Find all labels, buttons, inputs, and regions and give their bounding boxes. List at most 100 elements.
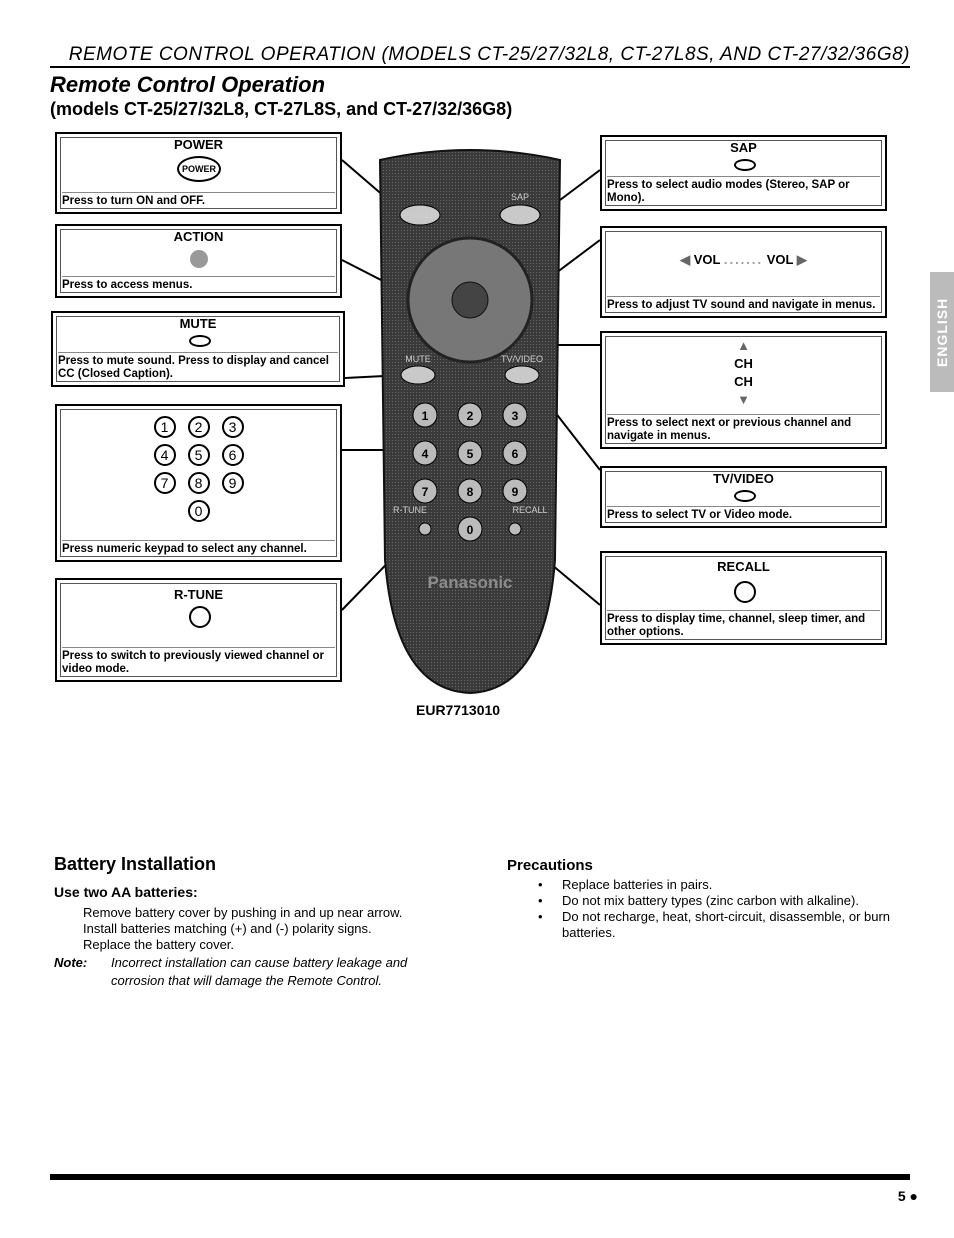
recall-label: RECALL xyxy=(717,559,770,574)
keypad-key-5: 5 xyxy=(187,444,210,466)
remote-key-1-label: 1 xyxy=(422,409,429,423)
keypad-key-9: 9 xyxy=(221,472,244,494)
remote-sap-label: SAP xyxy=(511,192,529,202)
remote-key-2-label: 2 xyxy=(467,409,474,423)
tvvideo-label: TV/VIDEO xyxy=(713,471,774,486)
ch-down-label: CH xyxy=(734,374,753,389)
tvvideo-callout: TV/VIDEO Press to select TV or Video mod… xyxy=(600,466,887,528)
mute-callout: MUTE Press to mute sound. Press to displ… xyxy=(51,311,345,387)
mute-label: MUTE xyxy=(179,316,217,331)
sap-button-icon xyxy=(734,159,756,171)
note-line-1: Incorrect installation can cause battery… xyxy=(111,955,408,970)
remote-key-6-label: 6 xyxy=(512,447,519,461)
battery-instructions: Remove battery cover by pushing in and u… xyxy=(83,905,402,953)
action-key xyxy=(451,281,489,319)
precaution-item: Do not mix battery types (zinc carbon wi… xyxy=(536,893,896,909)
remote-key-1 xyxy=(412,402,438,428)
power-button-icon: POWER xyxy=(177,156,221,182)
keypad-key-3: 3 xyxy=(221,416,244,438)
sap-callout: SAP Press to select audio modes (Stereo,… xyxy=(600,135,887,211)
battery-heading: Battery Installation xyxy=(54,854,217,874)
remote-key-9 xyxy=(502,478,528,504)
remote-brand: Panasonic xyxy=(427,573,512,592)
tvvideo-key xyxy=(504,365,540,385)
remote-key-8 xyxy=(457,478,483,504)
battery-line-3: Replace the battery cover. xyxy=(83,937,235,952)
remote-tvvideo-label: TV/VIDEO xyxy=(501,354,543,364)
vol-up-arrow-icon: ▶ xyxy=(796,252,807,267)
vol-left-label: VOL xyxy=(693,252,721,267)
mute-desc: Press to mute sound. Press to display an… xyxy=(58,352,338,381)
ch-up-arrow-icon: ▲ xyxy=(737,338,750,353)
sap-label: SAP xyxy=(730,140,757,155)
keypad-desc: Press numeric keypad to select any chann… xyxy=(62,540,335,556)
remote-key-7 xyxy=(412,478,438,504)
battery-subheading: Use two AA batteries: xyxy=(54,884,198,900)
recall-desc: Press to display time, channel, sleep ti… xyxy=(607,610,880,639)
rtune-key xyxy=(418,522,432,536)
rtune-desc: Press to switch to previously viewed cha… xyxy=(62,647,335,676)
power-key xyxy=(399,204,441,226)
remote-key-5 xyxy=(457,440,483,466)
remote-key-3 xyxy=(502,402,528,428)
page-subtitle: (models CT-25/27/32L8, CT-27L8S, and CT-… xyxy=(50,99,513,119)
power-label: POWER xyxy=(173,137,224,152)
keypad-key-4: 4 xyxy=(153,444,176,466)
power-callout: POWER POWER Press to turn ON and OFF. xyxy=(55,132,342,214)
ch-callout: ▲ CH CH ▼ Press to select next or previo… xyxy=(600,331,887,449)
remote-recall-label: RECALL xyxy=(512,505,547,515)
mute-button-icon xyxy=(189,335,211,347)
tvvideo-desc: Press to select TV or Video mode. xyxy=(607,506,880,522)
recall-button-icon xyxy=(734,581,756,603)
remote-rtune-label: R-TUNE xyxy=(393,505,427,515)
running-head: REMOTE CONTROL OPERATION (MODELS CT-25/2… xyxy=(50,44,910,68)
action-button-icon xyxy=(190,250,208,268)
note-label: Note: xyxy=(54,955,88,970)
remote-key-9-label: 9 xyxy=(512,485,519,499)
remote-key-2 xyxy=(457,402,483,428)
vol-desc: Press to adjust TV sound and navigate in… xyxy=(607,296,880,312)
remote-key-0 xyxy=(457,516,483,542)
keypad-key-0: 0 xyxy=(187,500,210,522)
keypad-key-2: 2 xyxy=(187,416,210,438)
precautions-list: Replace batteries in pairs. Do not mix b… xyxy=(536,877,896,941)
rtune-callout: R-TUNE Press to switch to previously vie… xyxy=(55,578,342,682)
remote-mute-label: MUTE xyxy=(405,354,431,364)
action-label: ACTION xyxy=(173,229,224,244)
remote-model: EUR7713010 xyxy=(416,702,501,718)
sap-key xyxy=(499,204,541,226)
mute-key xyxy=(400,365,436,385)
precautions-heading: Precautions xyxy=(507,857,593,874)
sap-desc: Press to select audio modes (Stereo, SAP… xyxy=(607,176,880,205)
ch-down-arrow-icon: ▼ xyxy=(737,392,750,407)
bullet-icon: ● xyxy=(909,1188,918,1204)
remote-key-7-label: 7 xyxy=(422,485,429,499)
battery-line-1: Remove battery cover by pushing in and u… xyxy=(83,905,403,920)
battery-note: Note: Incorrect installation can cause b… xyxy=(54,954,474,990)
ch-desc: Press to select next or previous channel… xyxy=(607,414,880,443)
tvvideo-button-icon xyxy=(734,490,756,502)
remote-key-5-label: 5 xyxy=(467,447,474,461)
keypad-key-7: 7 xyxy=(153,472,176,494)
recall-key xyxy=(508,522,522,536)
page-title: Remote Control Operation xyxy=(50,72,326,97)
power-desc: Press to turn ON and OFF. xyxy=(62,192,335,208)
vol-callout: ◀ VOL ....... VOL ▶ Press to adjust TV s… xyxy=(600,226,887,318)
keypad-key-8: 8 xyxy=(187,472,210,494)
keypad-key-1: 1 xyxy=(153,416,176,438)
remote-key-8-label: 8 xyxy=(467,485,474,499)
ch-up-label: CH xyxy=(734,356,753,371)
note-line-2: corrosion that will damage the Remote Co… xyxy=(111,973,382,988)
rtune-button-icon xyxy=(189,606,211,628)
page-number: 5 ● xyxy=(898,1188,918,1204)
remote-key-4-label: 4 xyxy=(422,447,429,461)
rtune-label: R-TUNE xyxy=(173,587,224,602)
precaution-item: Do not recharge, heat, short-circuit, di… xyxy=(536,909,896,941)
keypad-key-6: 6 xyxy=(221,444,244,466)
precaution-item: Replace batteries in pairs. xyxy=(536,877,896,893)
recall-callout: RECALL Press to display time, channel, s… xyxy=(600,551,887,645)
remote-key-4 xyxy=(412,440,438,466)
page-number-value: 5 xyxy=(897,1188,906,1204)
battery-line-2: Install batteries matching (+) and (-) p… xyxy=(83,921,372,936)
